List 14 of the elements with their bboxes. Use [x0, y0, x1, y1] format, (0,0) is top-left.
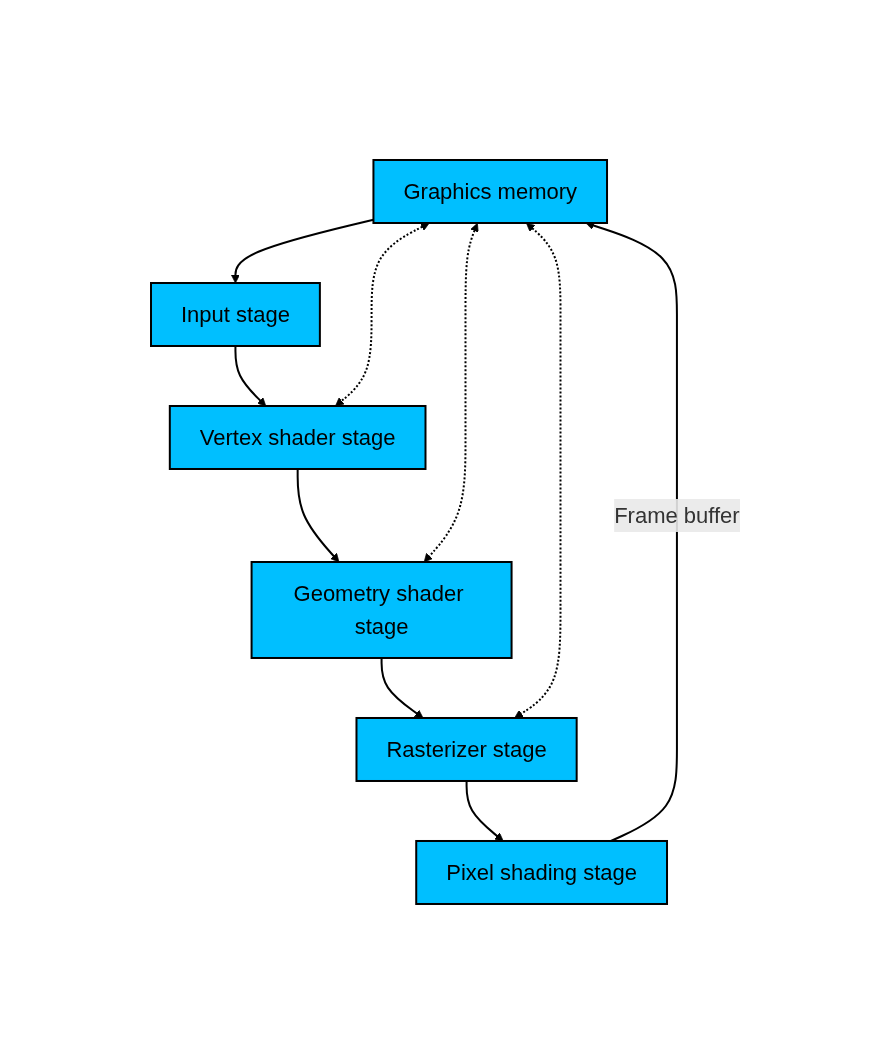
- node-box: Vertex shader stage: [168, 405, 427, 470]
- arrow: [234, 345, 267, 407]
- arrow: [465, 780, 504, 842]
- edge-label: Frame buffer: [614, 502, 740, 528]
- arrow: [380, 657, 424, 719]
- node-box: Rasterizer stage: [355, 717, 578, 782]
- arrow: [296, 468, 340, 563]
- node-box: Geometry shader stage: [250, 561, 513, 659]
- arrow: [514, 222, 562, 719]
- node-box: Graphics memory: [372, 159, 609, 224]
- node-box: Pixel shading stage: [415, 840, 669, 905]
- arrow: [423, 222, 479, 563]
- arrow: [335, 222, 430, 407]
- node-box: Input stage: [150, 282, 321, 347]
